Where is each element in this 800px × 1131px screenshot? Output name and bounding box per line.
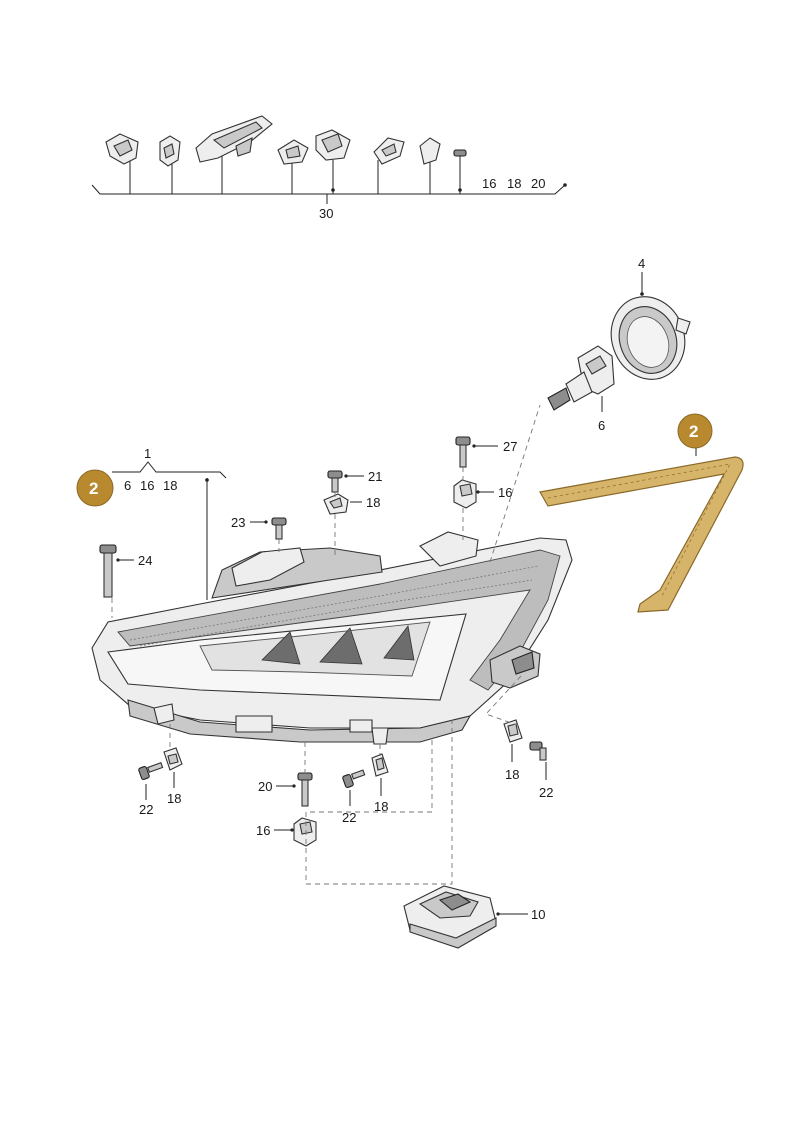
badge-2-right [677, 413, 713, 449]
clip-nut-16-lower: 16 [256, 817, 317, 847]
label-18-lower-a: 18 [167, 791, 181, 806]
label-18-right: 18 [505, 767, 519, 782]
label-6-bulb: 6 [598, 418, 605, 433]
label-18-top: 18 [507, 176, 521, 191]
screw-22-right: 22 [529, 741, 553, 800]
dashed-connectors [111, 404, 541, 885]
small-screw-top [453, 149, 467, 162]
label-18-upper: 18 [366, 495, 380, 510]
label-18-lower-b: 18 [374, 799, 388, 814]
label-30: 30 [319, 206, 333, 221]
label-21: 21 [368, 469, 382, 484]
label-20-top: 20 [531, 176, 545, 191]
label-4: 4 [638, 256, 645, 271]
bolt-24: 24 [99, 544, 152, 598]
badge-2-left-text: 2 [89, 479, 98, 498]
label-6-row: 6 [124, 478, 131, 493]
clip-bracket-d [315, 129, 351, 161]
control-module-10: 10 [403, 885, 545, 949]
label-16-upper: 16 [498, 485, 512, 500]
label-27: 27 [503, 439, 517, 454]
group-1-bracket [112, 461, 227, 479]
clip-18-lower-a: 18 [163, 747, 183, 806]
label-22-right: 22 [539, 785, 553, 800]
headlight-assembly-1: 2 1 6 16 18 [76, 446, 573, 745]
label-23: 23 [231, 515, 245, 530]
bulb-holder-6: 6 [547, 345, 615, 433]
clip-bracket-f [419, 137, 441, 165]
label-16-row: 16 [140, 478, 154, 493]
mounting-bracket-large [195, 115, 273, 163]
label-16-lower: 16 [256, 823, 270, 838]
screw-27: 27 [455, 436, 517, 468]
screw-22-a: 22 [138, 762, 164, 817]
badge-2-right-text: 2 [689, 422, 698, 441]
bolt-20: 20 [258, 772, 313, 807]
clip-bracket-e [373, 137, 405, 165]
clip-bracket-c [277, 139, 309, 165]
badge-2-left [76, 469, 114, 507]
cover-cap-4: 4 [610, 256, 691, 380]
label-20: 20 [258, 779, 272, 794]
label-1: 1 [144, 446, 151, 461]
screw-21: 21 [327, 469, 382, 493]
label-22-a: 22 [139, 802, 153, 817]
bracket-group-30: 16 18 20 30 [91, 115, 567, 221]
clip-18-right: 18 [503, 719, 523, 782]
clip-bracket-a [105, 133, 139, 165]
screw-22-b: 22 [342, 769, 366, 825]
label-24: 24 [138, 553, 152, 568]
seal-strip-2: 2 [539, 413, 744, 613]
label-16-top: 16 [482, 176, 496, 191]
clip-nut-16-upper: 16 [453, 479, 512, 509]
clip-18-lower-b: 18 [371, 753, 389, 814]
clip-18-upper: 18 [323, 493, 380, 515]
label-18-row: 18 [163, 478, 177, 493]
screw-23: 23 [231, 515, 287, 540]
clip-bracket-b [159, 135, 181, 167]
label-10: 10 [531, 907, 545, 922]
label-22-b: 22 [342, 810, 356, 825]
